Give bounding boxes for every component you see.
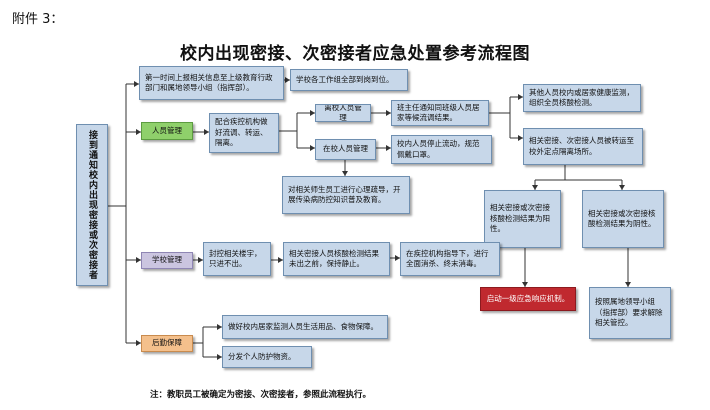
report-box: 第一时间上报相关信息至上级教育行政部门和属地领导小组（指挥部）。: [139, 66, 284, 100]
keep-still-box: 相关密接人员核酸检测结果未出之前，保持静止。: [283, 242, 390, 276]
emergency-response-box: 启动一级应急响应机制。: [480, 287, 576, 311]
page-title: 校内出现密接、次密接者应急处置参考流程图: [180, 44, 530, 64]
notify-box: 班主任通知同班级人员居家等候流调结果。: [391, 100, 489, 126]
off-campus-box: 离校人员管理: [315, 104, 371, 122]
main-trigger-box: 接到通知校内出现密接或次密接者: [76, 124, 108, 286]
negative-result-box: 相关密接或次密接核酸检测结果为阴性。: [582, 190, 664, 248]
attachment-label: 附件 3：: [12, 12, 64, 27]
all-staff-box: 学校各工作组全部到岗到位。: [290, 69, 408, 91]
transfer-box: 相关密接、次密接人员被转运至校外定点隔离场所。: [523, 128, 643, 165]
disinfect-box: 在疾控机构指导下，进行全面消杀、终末消毒。: [400, 242, 500, 276]
personnel-box: 人员管理: [141, 122, 193, 140]
school-mgmt-box: 学校管理: [141, 252, 193, 269]
logistics-box: 后勤保障: [141, 335, 193, 352]
supplies-box: 做好校内居家监测人员生活用品、食物保障。: [222, 315, 388, 339]
health-monitor-box: 其他人员校内或居家健康监测，组织全员核酸检测。: [523, 84, 641, 112]
psych-box: 对相关师生员工进行心理疏导，开展传染病防控知识普及教育。: [282, 176, 410, 214]
seal-buildings-box: 封控相关楼宇，只进不出。: [203, 242, 271, 276]
cooperate-box: 配合疾控机构做好流调、转运、隔离。: [209, 113, 279, 153]
lift-controls-box: 按照属地领导小组（指挥部）要求解除相关管控。: [589, 287, 671, 339]
positive-result-box: 相关密接或次密接核酸检测结果为阳性。: [484, 190, 561, 248]
stop-flow-box: 校内人员停止流动，规范佩戴口罩。: [391, 135, 492, 164]
footnote: 注：教职员工被确定为密接、次密接者，参照此流程执行。: [150, 390, 372, 400]
ppe-box: 分发个人防护物资。: [222, 346, 312, 368]
on-campus-box: 在校人员管理: [315, 139, 376, 160]
